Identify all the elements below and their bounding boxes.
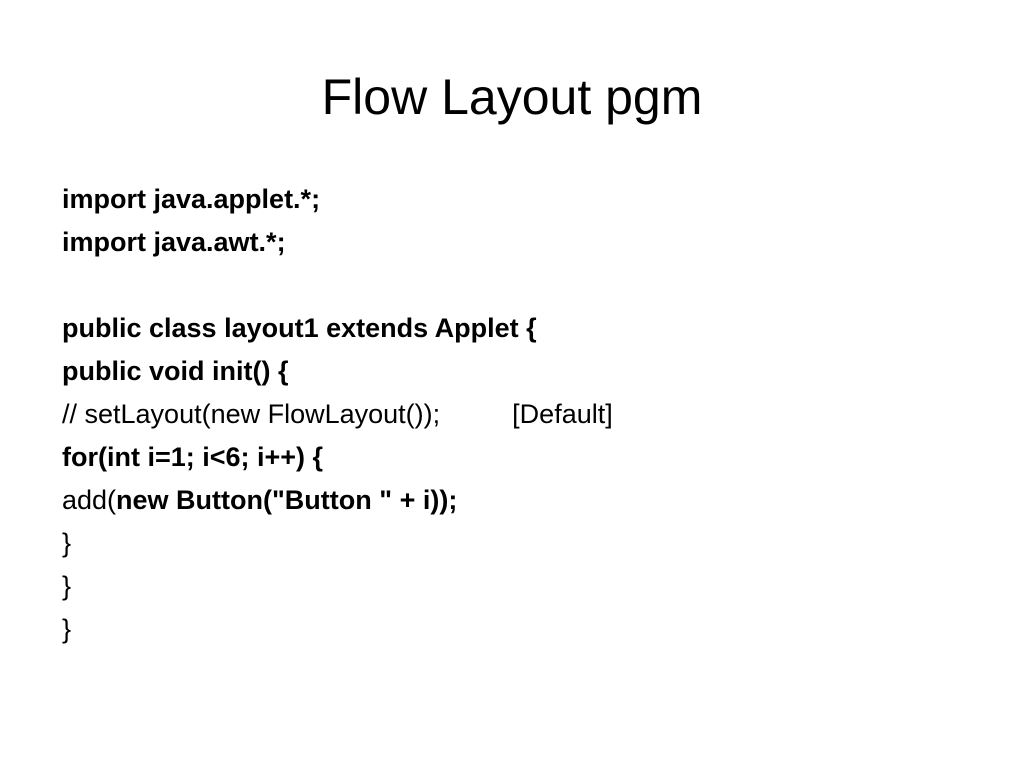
code-line-closing-brace-method: } bbox=[62, 571, 72, 601]
new-button-text: new Button("Button " + i)); bbox=[116, 485, 458, 515]
code-block: import java.applet.*; import java.awt.*;… bbox=[62, 178, 982, 651]
add-call-text: add( bbox=[62, 485, 117, 515]
code-line-import-applet: import java.applet.*; bbox=[62, 184, 321, 214]
slide-title: Flow Layout pgm bbox=[321, 69, 703, 125]
code-line-add-button: add(new Button("Button " + i)); bbox=[62, 479, 982, 522]
code-line-setlayout-comment: // setLayout(new FlowLayout()); [Default] bbox=[62, 393, 982, 436]
setlayout-comment-text: // setLayout(new FlowLayout()); bbox=[62, 399, 441, 429]
code-line-import-awt: import java.awt.*; bbox=[62, 227, 286, 257]
code-line-closing-brace-loop: } bbox=[62, 528, 72, 558]
code-line-for-loop: for(int i=1; i<6; i++) { bbox=[62, 442, 324, 472]
blank-line bbox=[62, 264, 982, 307]
default-note: [Default] bbox=[512, 399, 613, 429]
code-line-class-declaration: public class layout1 extends Applet { bbox=[62, 313, 537, 343]
code-line-init-method: public void init() { bbox=[62, 356, 289, 386]
code-line-closing-brace-class: } bbox=[62, 614, 72, 644]
